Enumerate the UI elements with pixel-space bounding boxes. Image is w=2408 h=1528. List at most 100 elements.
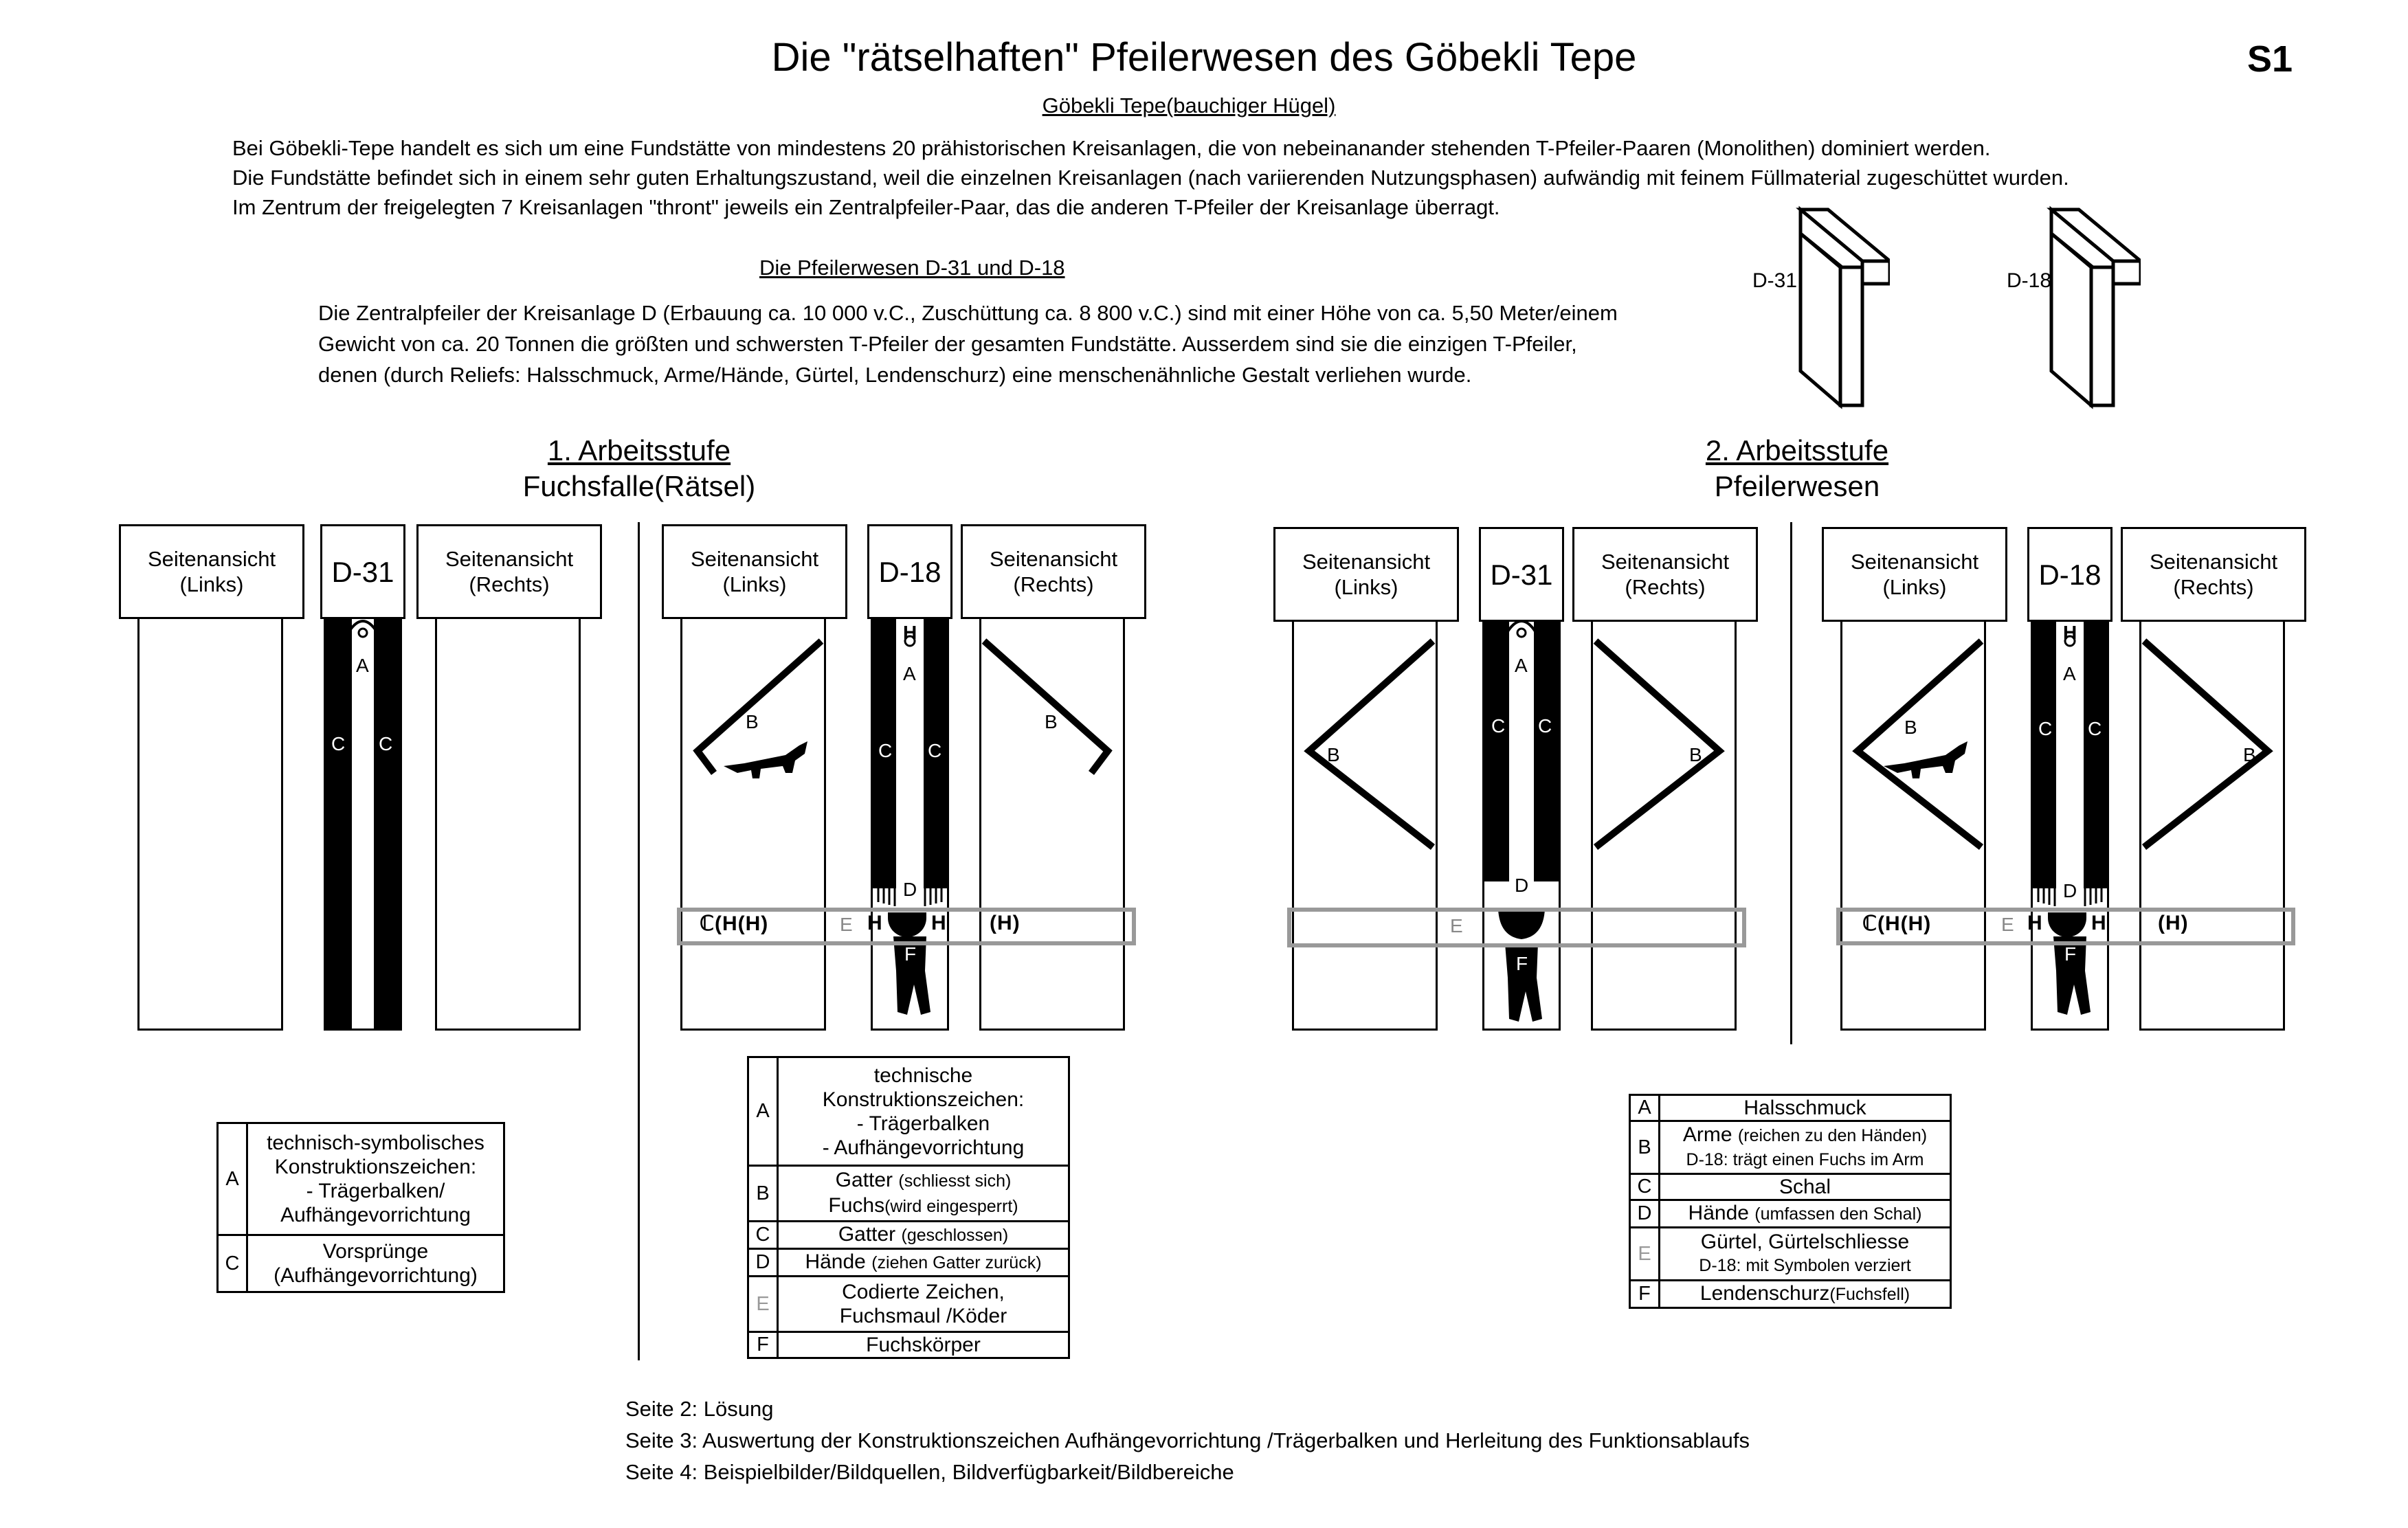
letter-d: D [903, 879, 917, 900]
legend-text: Fuchskörper [777, 1331, 1070, 1359]
intro-line: Bei Göbekli-Tepe handelt es sich um eine… [232, 136, 1991, 160]
front-view-d31-body: A C C D F [1482, 611, 1561, 1031]
legend-cell: Gürtel, Gürtelschliesse D-18: mit Symbol… [1658, 1226, 1952, 1281]
letter-b: B [746, 711, 759, 732]
stage1-heading: 1. Arbeitsstufe Fuchsfalle(Rätsel) [364, 433, 914, 504]
front-view-d18-body: H A C C D F [871, 611, 949, 1031]
intro-line: Die Fundstätte befindet sich in einem se… [232, 166, 2069, 190]
side-view-right-header: Seitenansicht (Rechts) [416, 524, 602, 619]
side-view-right-body: B [979, 611, 1125, 1031]
side-view-left-body [137, 611, 283, 1031]
side-view-left-header: Seitenansicht (Links) [1273, 527, 1459, 622]
legend-key: B [1629, 1120, 1660, 1175]
legend-key: A [747, 1056, 779, 1167]
description-line: denen (durch Reliefs: Halsschmuck, Arme/… [318, 363, 1472, 387]
belt-symbol-h: H [2027, 912, 2043, 934]
intro-text: Bei Göbekli-Tepe handelt es sich um eine… [232, 133, 2069, 222]
letter-b: B [1904, 717, 1917, 738]
side-view-left-header: Seitenansicht (Links) [1822, 527, 2007, 622]
legend-key: E [747, 1275, 779, 1333]
letter-f: F [1516, 953, 1528, 974]
legend-key: F [747, 1331, 779, 1359]
arm-relief-right [2141, 638, 2273, 850]
side-view-left-body: B [1292, 611, 1438, 1031]
front-view-d18-body: H A C C D F [2031, 611, 2109, 1031]
side-view-right-header: Seitenansicht (Rechts) [2121, 527, 2306, 622]
legend-stage2: A Halsschmuck B Arme (reichen zu den Hän… [1629, 1094, 1952, 1309]
letter-b: B [1327, 744, 1340, 765]
letter-c: C [1538, 715, 1552, 737]
arm-relief-left [1304, 638, 1436, 850]
letter-c: C [928, 740, 942, 761]
stage2-subtitle: Pfeilerwesen [1714, 470, 1880, 502]
belt-symbol-h: H [2091, 912, 2107, 934]
gate-fox-relief-left [693, 638, 824, 778]
letter-a: A [1515, 655, 1528, 676]
side-view-right-header: Seitenansicht (Rechts) [961, 524, 1146, 619]
legend-note: (geschlossen) [901, 1226, 1009, 1245]
legend-note: (wird eingesperrt) [884, 1197, 1018, 1216]
page-title: Die "rätselhaften" Pfeilerwesen des Göbe… [771, 35, 1637, 80]
side-view-left-header: Seitenansicht (Links) [662, 524, 847, 619]
legend-note: (schliesst sich) [898, 1171, 1012, 1191]
side-view-right-body [435, 611, 581, 1031]
legend-row: A technische Konstruktionszeichen: - Trä… [747, 1056, 1070, 1167]
side-view-left-header: Seitenansicht (Links) [119, 524, 304, 619]
d31-front-drawing [326, 614, 400, 1029]
legend-text: Codierte Zeichen, Fuchsmaul /Köder [777, 1275, 1070, 1333]
arm-relief-right [1593, 638, 1725, 850]
legend-row: D Hände (ziehen Gatter zurück) [747, 1248, 1070, 1277]
footer-line: Seite 4: Beispielbilder/Bildquellen, Bil… [625, 1460, 1234, 1484]
legend-key: F [1629, 1279, 1660, 1309]
stage2-heading: 2. Arbeitsstufe Pfeilerwesen [1522, 433, 2072, 504]
legend-row: D Hände (umfassen den Schal) [1629, 1199, 1952, 1228]
legend-text: technische Konstruktionszeichen: - Träge… [777, 1056, 1070, 1167]
belt-band [1287, 908, 1746, 947]
legend-note: (reichen zu den Händen) [1737, 1126, 1928, 1145]
letter-a: A [903, 663, 916, 684]
d31-being-drawing [1484, 614, 1559, 1022]
letter-b: B [1045, 711, 1058, 732]
side-view-right-header: Seitenansicht (Rechts) [1572, 527, 1758, 622]
legend-row: E Gürtel, Gürtelschliesse D-18: mit Symb… [1629, 1226, 1952, 1281]
footer-notes: Seite 2: Lösung Seite 3: Auswertung der … [625, 1393, 1750, 1488]
belt-symbols-right: (H) [990, 912, 1021, 934]
t-pillar-sketch-d31 [1796, 205, 1890, 409]
letter-d: D [2063, 880, 2077, 901]
legend-note: (ziehen Gatter zurück) [871, 1253, 1042, 1272]
legend-row: F Fuchskörper [747, 1331, 1070, 1359]
letter-a: A [2063, 663, 2076, 684]
d18-front-drawing [873, 614, 947, 1015]
page-number: S1 [2247, 38, 2293, 80]
letter-c: C [331, 733, 346, 754]
separator-line [638, 522, 640, 1360]
side-view-left-body: B [680, 611, 826, 1031]
subtitle: Göbekli Tepe(bauchiger Hügel) [1042, 93, 1336, 117]
legend-text: Arme [1682, 1123, 1732, 1146]
legend-text: Gürtel, Gürtelschliesse [1700, 1231, 1910, 1253]
letter-c: C [878, 740, 893, 761]
letter-e: E [1450, 915, 1463, 936]
legend-stage1-d18: A technische Konstruktionszeichen: - Trä… [747, 1056, 1070, 1359]
description-text: Die Zentralpfeiler der Kreisanlage D (Er… [318, 297, 1618, 390]
section-title: Die Pfeilerwesen D-31 und D-18 [759, 256, 1065, 280]
legend-text: Gatter [835, 1169, 893, 1191]
pillar-sketch-label-d18: D-18 [2007, 269, 2052, 292]
legend-row: A technisch-symbolisches Konstruktionsze… [216, 1122, 505, 1236]
legend-text: Hände [1688, 1202, 1749, 1224]
legend-text: D-18: trägt einen Fuchs im Arm [1686, 1150, 1924, 1169]
legend-stage1: A technisch-symbolisches Konstruktionsze… [216, 1122, 505, 1293]
legend-row: F Lendenschurz(Fuchsfell) [1629, 1279, 1952, 1309]
belt-symbols-left: ℂ(H(H) [700, 912, 769, 935]
pillar-label-d31: D-31 [320, 524, 405, 619]
legend-row: B Gatter (schliesst sich) Fuchs(wird ein… [747, 1165, 1070, 1222]
side-view-left-body: B [1840, 611, 1986, 1031]
legend-text: Gatter [838, 1223, 896, 1246]
front-view-d31-body: A C C [324, 611, 402, 1031]
legend-key: A [1629, 1094, 1660, 1122]
pillar-label-d31: D-31 [1479, 527, 1564, 622]
legend-key: C [216, 1234, 248, 1293]
stage2-title: 2. Arbeitsstufe [1705, 434, 1889, 467]
letter-f: F [2064, 943, 2077, 965]
stage1-title: 1. Arbeitsstufe [547, 434, 731, 467]
